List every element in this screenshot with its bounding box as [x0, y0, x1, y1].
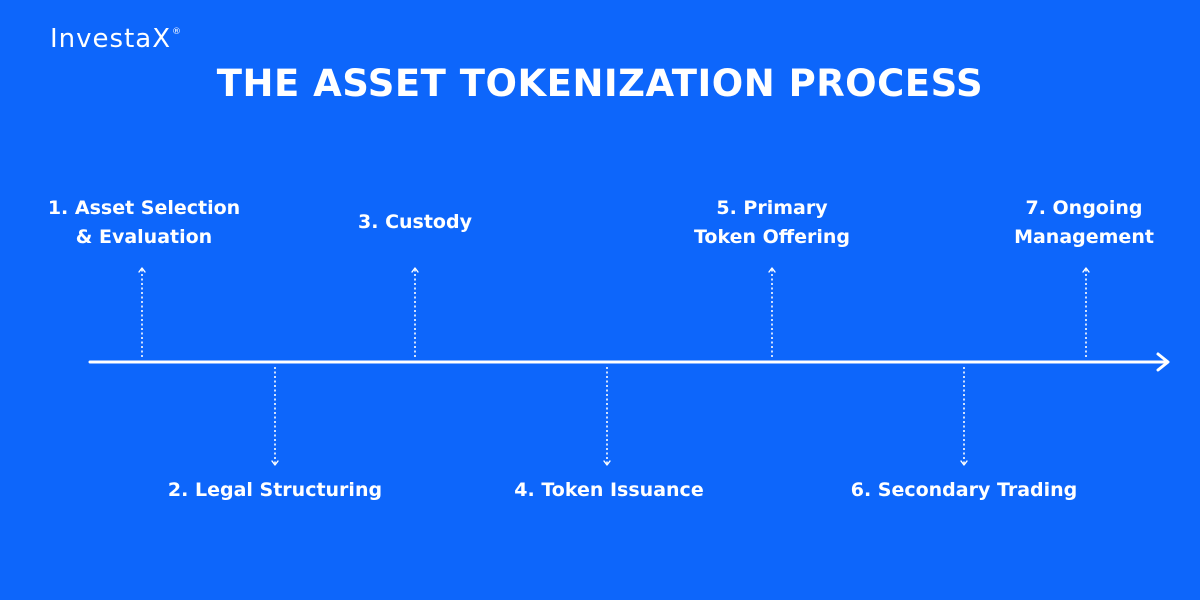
step-4-arrow-icon: [603, 460, 611, 466]
step-6-label-line: 6. Secondary Trading: [850, 479, 1078, 501]
step-5-label-line: 5. Primary: [716, 197, 828, 219]
step-7-label-line: Management: [1014, 226, 1154, 248]
step-6-arrow-icon: [960, 460, 968, 466]
step-1-label-line: & Evaluation: [75, 226, 213, 248]
step-1-label: 1. Asset Selection & Evaluation: [48, 194, 240, 252]
step-4-label: 4. Token Issuance: [514, 476, 703, 505]
page-title: THE ASSET TOKENIZATION PROCESS: [216, 62, 984, 105]
step-3-label-line: 3. Custody: [358, 211, 472, 233]
step-2-label: 2. Legal Structuring: [168, 476, 382, 505]
step-7-arrow-icon: [1082, 267, 1090, 273]
step-5-label-line: Token Offering: [693, 226, 851, 248]
step-1-label-line: 1. Asset Selection: [47, 197, 241, 219]
step-3-arrow-icon: [411, 267, 419, 273]
logo-text: InvestaX: [50, 24, 172, 54]
step-5-arrow-icon: [768, 267, 776, 273]
timeline-arrowhead-icon: [1156, 352, 1170, 372]
investax-logo: InvestaX®: [50, 24, 182, 54]
step-4-label-line: 4. Token Issuance: [514, 479, 704, 501]
step-6-label: 6. Secondary Trading: [851, 476, 1078, 505]
step-3-label: 3. Custody: [358, 208, 472, 237]
step-7-label-line: 7. Ongoing: [1025, 197, 1143, 219]
registered-mark: ®: [172, 27, 182, 37]
step-1-arrow-icon: [138, 267, 146, 273]
step-2-arrow-icon: [271, 460, 279, 466]
step-2-label-line: 2. Legal Structuring: [167, 479, 383, 501]
